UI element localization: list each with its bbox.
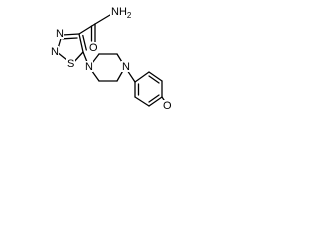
atom-label-nh: NH [111,6,127,18]
atom-labels: NH2 O N N S N N O [50,5,172,112]
bond-c5-c4-double [82,34,87,51]
atom-label-thiadiazole-n2: N [51,46,59,58]
atom-label-nh2-subscript: 2 [127,11,132,20]
atom-label-carbonyl-o: O [89,42,98,54]
bond-ph-c4-c5 [148,96,163,107]
bond-ph-c5-c6 [134,96,150,107]
atom-label-piperazine-n1: N [85,61,93,73]
bond-c4-n3 [61,33,80,36]
bonds [56,14,167,107]
bond-ph-double-a [148,75,160,84]
bond-carbonyl-c-ring-c4 [78,23,96,35]
bond-ph-c1-c2 [134,71,150,83]
bond-ph-double-b [148,94,160,103]
atom-label-nh2: NH2 [111,6,132,20]
bond-c5-c4 [78,33,84,53]
bond-carbonyl-c-nh2 [94,14,111,25]
atom-label-thiadiazole-n3: N [56,28,64,40]
atom-label-thiadiazole-s: S [67,58,74,70]
bond-c4-n3-double [62,37,78,40]
bond-ph-c2-c3 [148,71,163,82]
chemical-structure: NH2 O N N S N N O [50,5,172,112]
atom-label-methoxy-o: O [163,100,172,112]
atom-label-piperazine-n4: N [122,61,130,73]
